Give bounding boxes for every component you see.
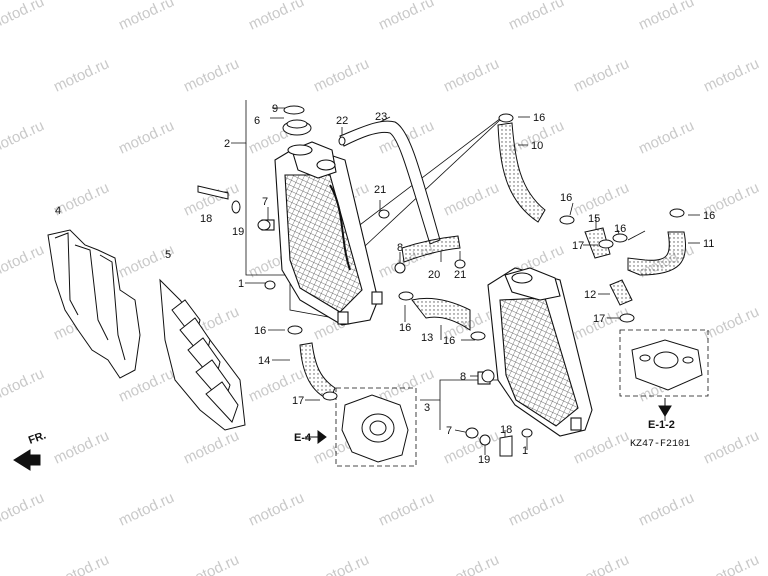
watermark-text: motod.ru <box>766 0 768 34</box>
watermark-text: motod.ru <box>51 551 112 576</box>
label-16c: 16 <box>443 335 455 347</box>
watermark-text: motod.ru <box>181 551 242 576</box>
label-4: 4 <box>55 205 61 217</box>
cylinder-head <box>631 339 703 391</box>
label-7a: 7 <box>262 196 268 208</box>
label-3: 3 <box>424 402 430 414</box>
watermark-text: motod.ru <box>376 0 437 34</box>
watermark-text: motod.ru <box>116 0 177 34</box>
watermark-text: motod.ru <box>116 117 177 157</box>
label-8a: 8 <box>397 242 403 254</box>
label-16f: 16 <box>614 223 626 235</box>
label-18a: 18 <box>200 213 212 225</box>
watermark-text: motod.ru <box>246 0 307 34</box>
label-16d: 16 <box>533 112 545 124</box>
label-14: 14 <box>258 355 270 367</box>
watermark-text: motod.ru <box>441 551 502 576</box>
watermark-text: motod.ru <box>311 55 372 95</box>
label-16g: 16 <box>703 210 715 222</box>
watermark-text: motod.ru <box>506 489 567 529</box>
label-17c: 17 <box>593 313 605 325</box>
label-19a: 19 <box>232 226 244 238</box>
front-arrow-icon <box>13 449 41 471</box>
label-2: 2 <box>224 138 230 150</box>
label-21a: 21 <box>374 184 386 196</box>
watermark-text: motod.ru <box>701 427 762 467</box>
watermark-text: motod.ru <box>636 117 697 157</box>
part-labels: 4 5 2 9 6 22 23 18 19 7 1 16 14 17 E-4 2… <box>27 103 715 466</box>
label-13: 13 <box>421 332 433 344</box>
watermark-text: motod.ru <box>246 489 307 529</box>
right-radiator <box>477 267 593 437</box>
label-20: 20 <box>428 269 440 281</box>
direction-label: FR. <box>27 429 48 446</box>
label-6: 6 <box>254 115 260 127</box>
watermark-text: motod.ru <box>571 179 632 219</box>
label-1b: 1 <box>522 445 528 457</box>
direction-arrows <box>13 398 672 471</box>
watermark-text: motod.ru <box>441 179 502 219</box>
label-1a: 1 <box>238 278 244 290</box>
watermark-text: motod.ru <box>0 365 47 405</box>
watermark-text: motod.ru <box>376 489 437 529</box>
watermark-text: motod.ru <box>571 55 632 95</box>
watermark-text: motod.ru <box>0 0 47 34</box>
label-8b: 8 <box>460 371 466 383</box>
watermark-text: motod.ru <box>0 489 47 529</box>
label-17a: 17 <box>292 395 304 407</box>
louver-grille <box>159 278 246 431</box>
water-pump-cover <box>341 394 409 463</box>
label-16a: 16 <box>254 325 266 337</box>
watermark-text: motod.ru <box>311 551 372 576</box>
label-22: 22 <box>336 115 348 127</box>
label-18b: 18 <box>500 424 512 436</box>
watermark-text: motod.ru <box>51 427 112 467</box>
label-10: 10 <box>531 140 543 152</box>
watermark-text: motod.ru <box>701 303 762 343</box>
label-21b: 21 <box>454 269 466 281</box>
label-9: 9 <box>272 103 278 115</box>
watermark-text: motod.ru <box>636 0 697 34</box>
watermark-text: motod.ru <box>181 55 242 95</box>
watermark-text: motod.ru <box>636 489 697 529</box>
label-23: 23 <box>375 111 387 123</box>
ref-e4: E-4 <box>294 432 312 444</box>
watermark-text: motod.ru <box>0 241 47 281</box>
watermark-text: motod.ru <box>51 55 112 95</box>
label-15: 15 <box>588 213 600 225</box>
watermark-text: motod.ru <box>181 427 242 467</box>
watermark-text: motod.ru <box>571 427 632 467</box>
watermark-text: motod.ru <box>571 551 632 576</box>
watermark-text: motod.ru <box>701 551 762 576</box>
label-11: 11 <box>703 238 714 250</box>
clamps-and-bolts <box>197 113 685 457</box>
label-12: 12 <box>584 289 596 301</box>
ref-e12: E-1-2 <box>648 419 675 431</box>
diagram-code: KZ47-F2101 <box>630 439 690 450</box>
left-radiator <box>261 141 383 326</box>
watermark-text: motod.ru <box>506 0 567 34</box>
watermark-text: motod.ru <box>441 55 502 95</box>
watermark-text: motod.ru <box>701 55 762 95</box>
label-19b: 19 <box>478 454 490 466</box>
radiator-cap <box>282 105 312 136</box>
label-7b: 7 <box>446 425 452 437</box>
label-5: 5 <box>165 249 171 261</box>
watermark-text: motod.ru <box>116 241 177 281</box>
hoses <box>299 120 687 401</box>
label-16b: 16 <box>399 322 411 334</box>
radiator-shroud <box>47 229 141 379</box>
watermark-text: motod.ru <box>116 489 177 529</box>
label-16e: 16 <box>560 192 572 204</box>
label-17b: 17 <box>572 240 584 252</box>
watermark-text: motod.ru <box>0 117 47 157</box>
